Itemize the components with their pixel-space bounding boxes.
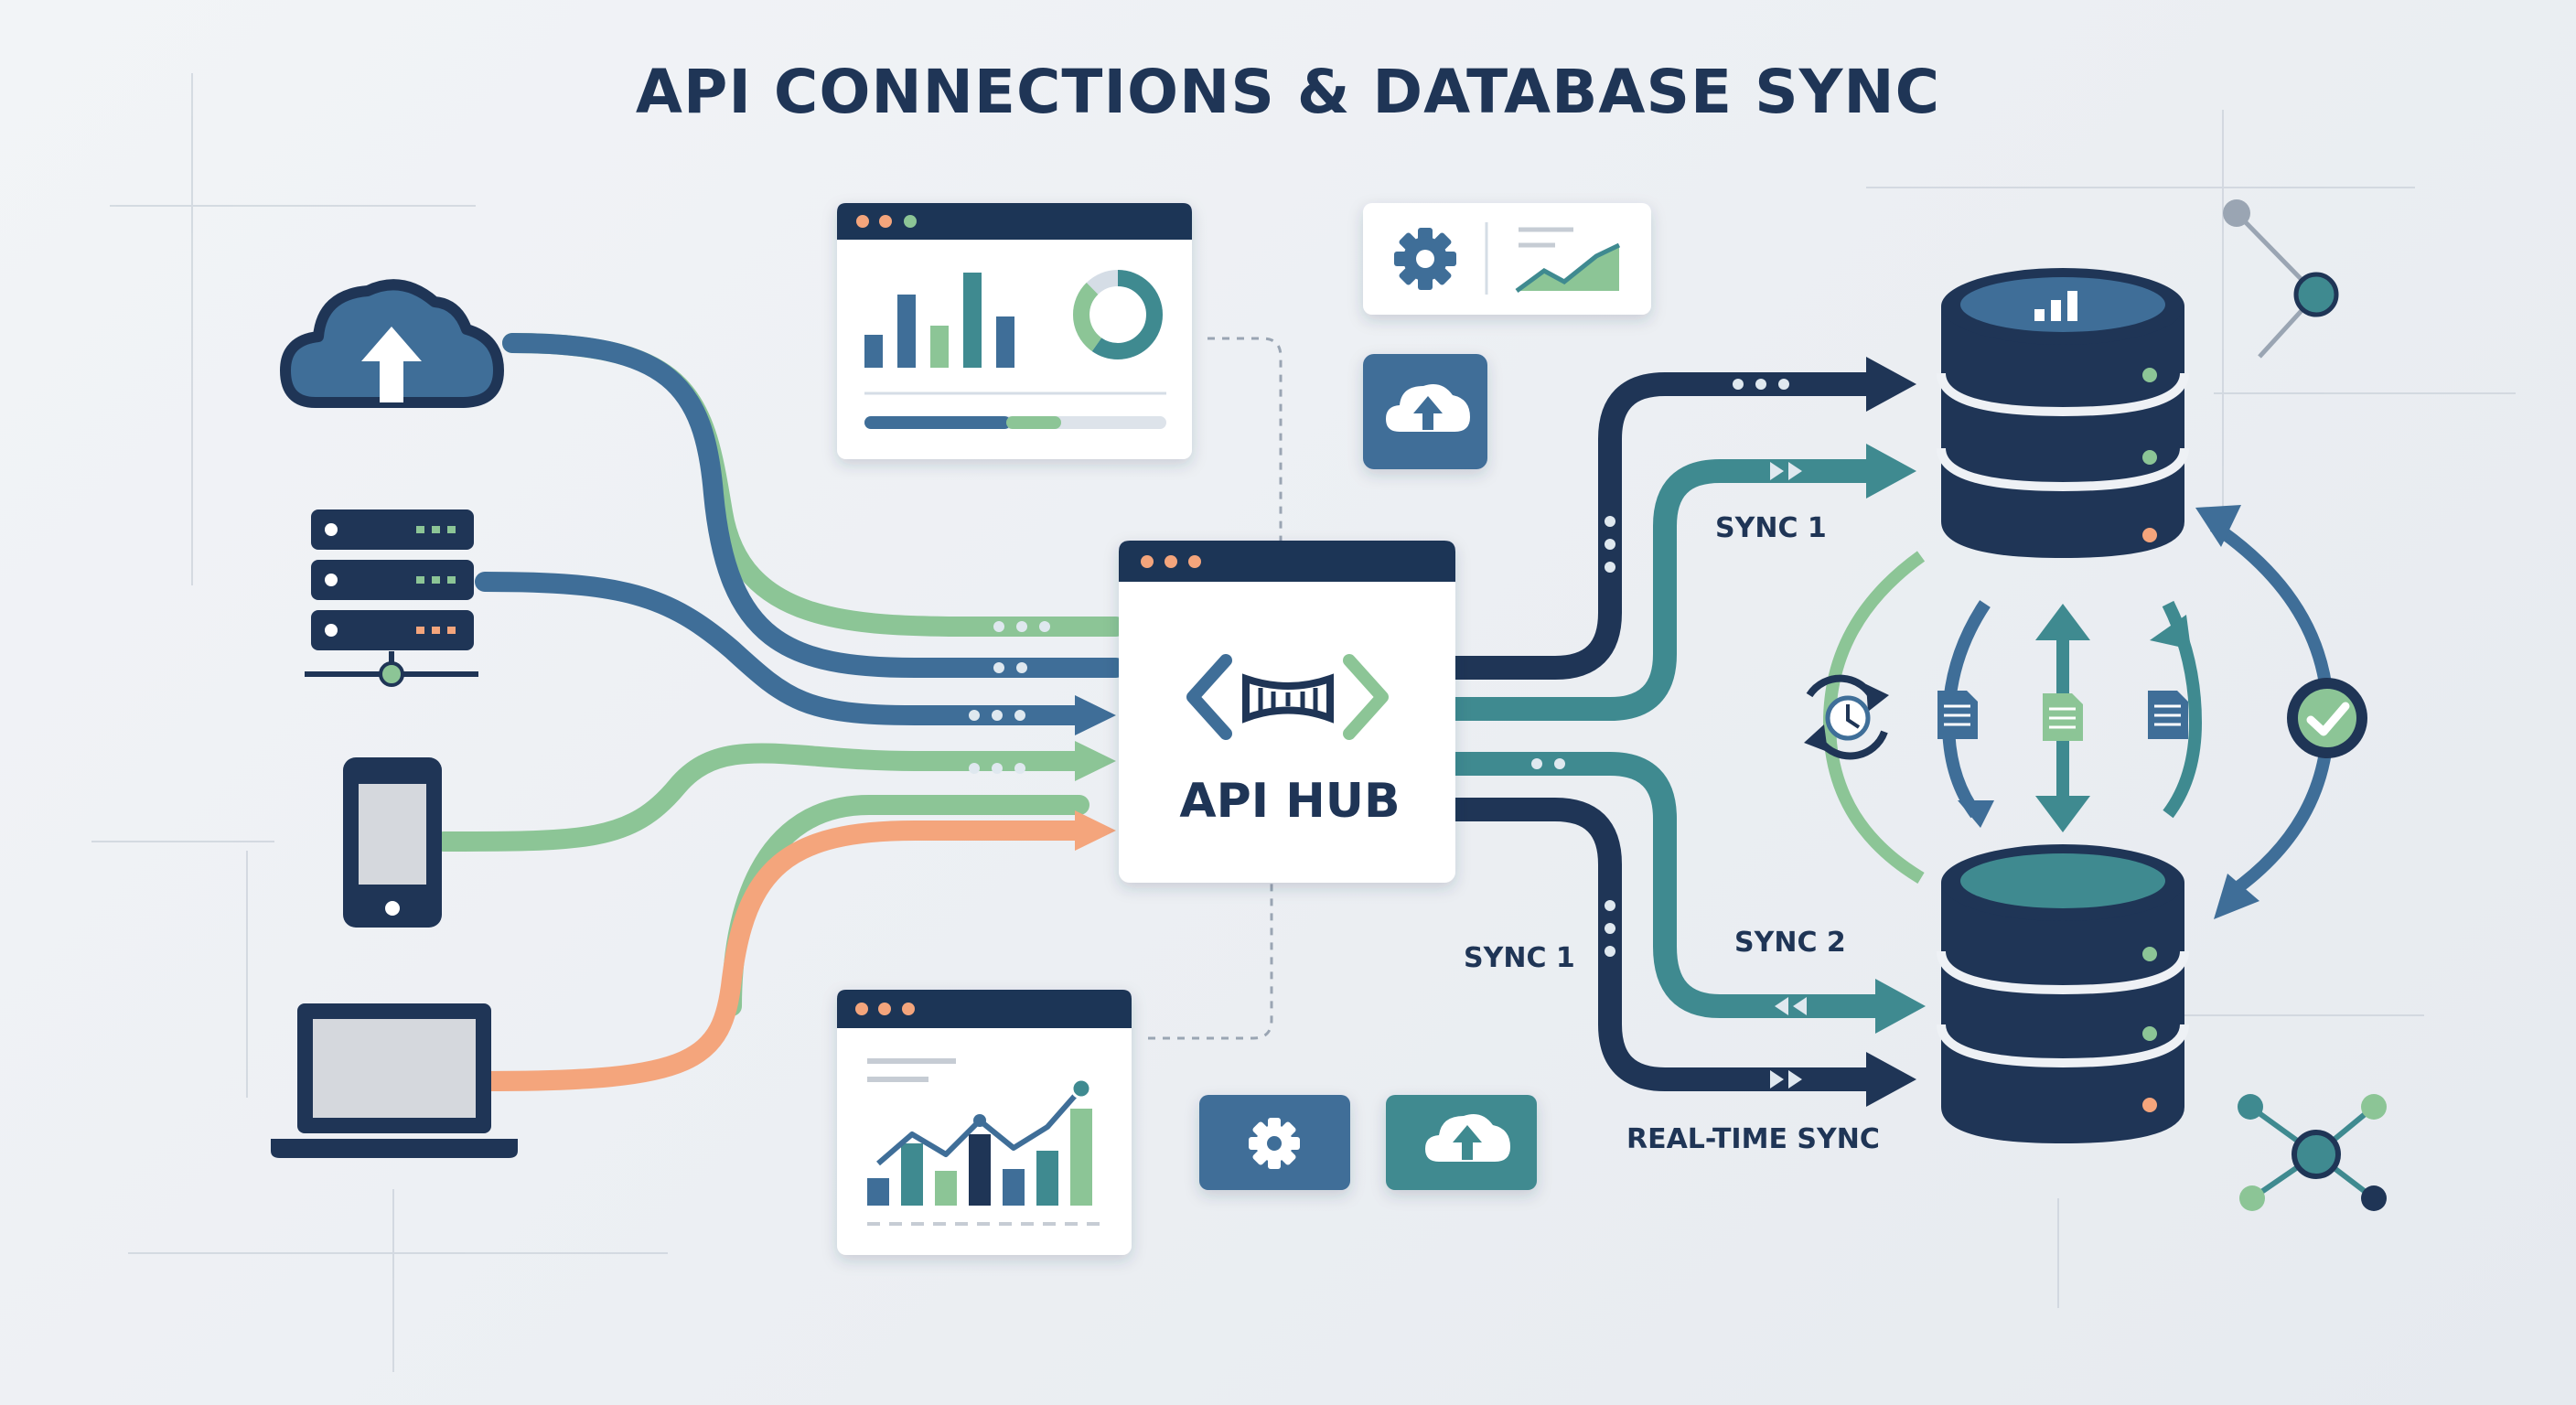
sync-label-upper: SYNC 1 — [1715, 512, 1827, 544]
document-icon — [2043, 693, 2083, 741]
input-flows — [434, 333, 1126, 1091]
code-brackets-icon — [1186, 654, 1389, 740]
network-node-icon — [2238, 1094, 2387, 1211]
flow-out-sync1 — [1454, 459, 1884, 721]
flow-server — [475, 572, 1089, 725]
dashboard-bottom-bars — [867, 1109, 1092, 1206]
trend-chart-icon — [1515, 227, 1621, 294]
gear-icon — [1394, 228, 1456, 290]
background-grid — [91, 73, 2516, 1372]
dashboard-bar-chart — [864, 273, 1014, 368]
check-circle-icon — [2287, 678, 2367, 758]
database-top-icon — [1937, 268, 2189, 558]
server-rack-icon — [305, 509, 478, 687]
flow-cloud-blue — [502, 333, 1126, 678]
document-icon — [2148, 691, 2188, 739]
output-flow-markers — [1531, 379, 1807, 1089]
sync-label-lower-left: SYNC 1 — [1464, 942, 1575, 974]
output-flows — [1454, 372, 1903, 1091]
flow-phone — [434, 743, 1089, 852]
flow-out-realtime — [1454, 798, 1884, 1091]
cloud-upload-icon — [1386, 383, 1470, 432]
page-title: API CONNECTIONS & DATABASE SYNC — [635, 57, 1941, 127]
cloud-upload-icon — [1425, 1113, 1510, 1162]
flow-dots — [969, 621, 1050, 774]
dashed-connectors — [1148, 337, 1283, 1040]
smartphone-icon — [343, 757, 442, 928]
gear-icon — [1249, 1118, 1300, 1169]
laptop-icon — [271, 1003, 518, 1158]
dashboard-donut — [1073, 270, 1163, 359]
realtime-sync-label: REAL-TIME SYNC — [1626, 1123, 1880, 1155]
api-hub-label: API HUB — [1179, 774, 1401, 829]
database-bottom-icon — [1937, 844, 2189, 1143]
flow-out-sync2 — [1454, 752, 1903, 1018]
network-node-icon — [2223, 199, 2339, 359]
clock-sync-icon — [1804, 674, 1889, 760]
flow-laptop-orange — [475, 820, 1089, 1091]
sync-label-lower-right: SYNC 2 — [1734, 927, 1846, 959]
input-arrowheads — [1075, 695, 1116, 851]
document-icon — [1937, 691, 1978, 739]
cloud-upload-icon — [280, 279, 504, 408]
output-arrowheads — [1866, 357, 1926, 1107]
